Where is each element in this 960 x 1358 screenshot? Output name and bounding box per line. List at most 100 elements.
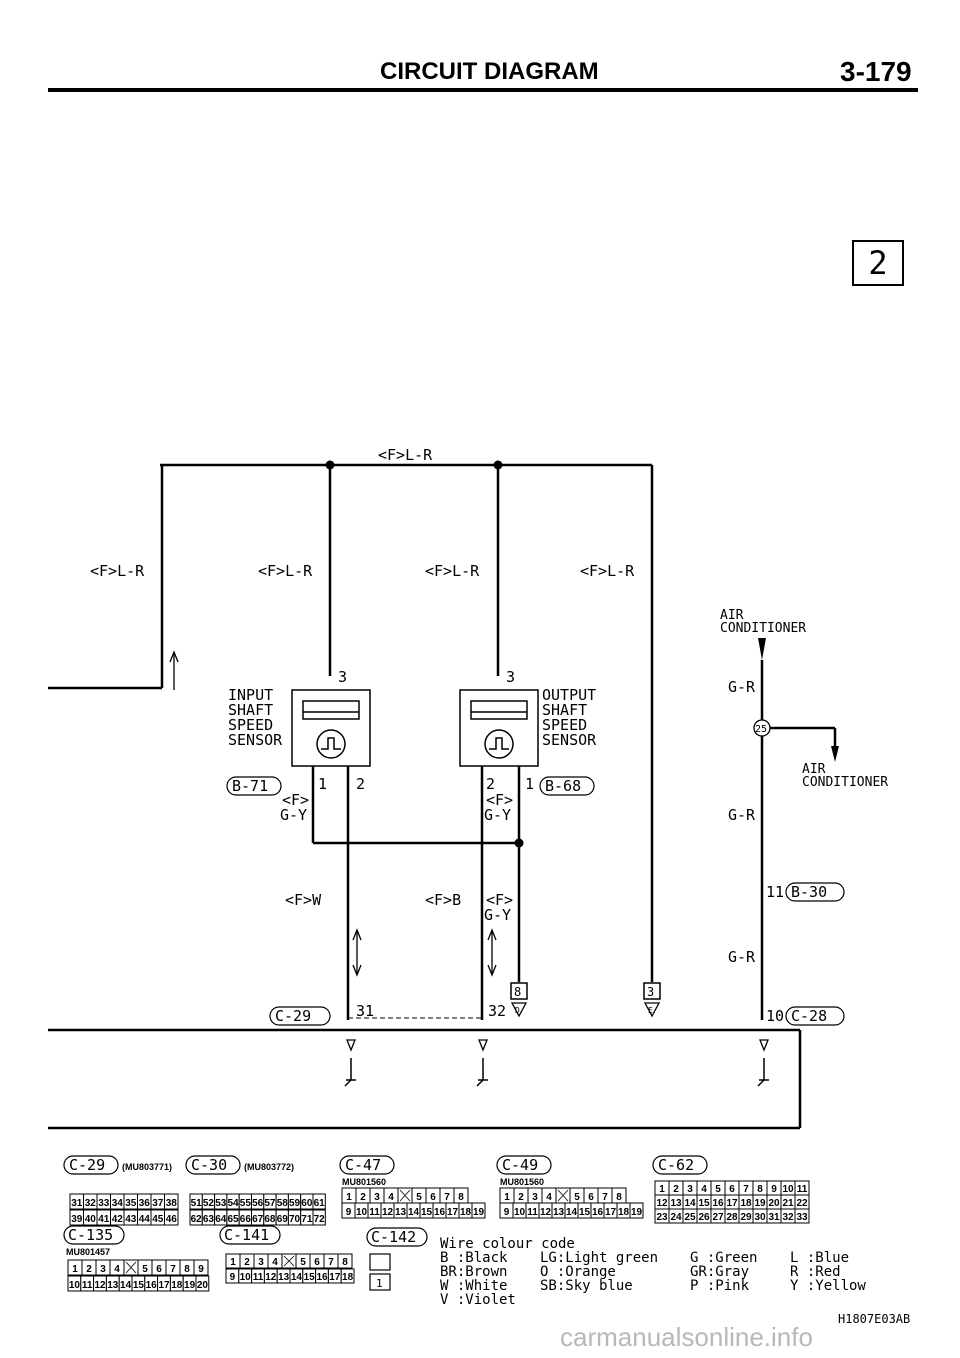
connector-pin: 14: [684, 1198, 696, 1209]
input-sensor-label-1: INPUT: [228, 686, 273, 704]
connector-cavity: [195, 1275, 210, 1292]
connector-pin: 9: [771, 1184, 777, 1195]
connector-pin: 6: [430, 1192, 436, 1203]
output-sensor-ref: B-68: [545, 777, 581, 795]
connector-pin: 7: [328, 1257, 334, 1268]
legend-item: LG:Light green: [540, 1250, 658, 1266]
pin-number: 31: [356, 1002, 374, 1020]
input-sensor-label-4: SENSOR: [228, 731, 283, 749]
connector-pin: 37: [152, 1198, 164, 1209]
connector-pin: 1: [230, 1257, 236, 1268]
pin-number: 11: [766, 883, 784, 901]
junction-dot: [493, 460, 503, 470]
connector-pin: 55: [240, 1198, 252, 1209]
connector-pin: 13: [107, 1280, 119, 1291]
connector-pin: 10: [782, 1184, 794, 1195]
connector-pin: 33: [98, 1198, 110, 1209]
connector-pin: 8: [757, 1184, 763, 1195]
output-sensor-label-2: SHAFT: [542, 701, 587, 719]
wire-label-gr-3: G-R: [728, 948, 756, 966]
connector-pin: 17: [605, 1207, 617, 1218]
connector-pin: 18: [342, 1272, 354, 1283]
wire-label-fgy-gy: G-Y: [484, 906, 511, 924]
connector-pin: 19: [631, 1207, 643, 1218]
input-sensor-label-3: SPEED: [228, 716, 273, 734]
connector-pin: 9: [346, 1207, 352, 1218]
connector-pin: 11: [527, 1207, 538, 1218]
connector-pin: 18: [740, 1198, 752, 1209]
blank-cavity-icon: [283, 1255, 295, 1267]
connector-pin: 4: [114, 1264, 120, 1275]
pin-number: D: [515, 1006, 520, 1015]
connector-pin: 5: [300, 1257, 306, 1268]
aircon-top-label-1: AIR: [720, 608, 744, 623]
connector-pin: 15: [698, 1198, 710, 1209]
connector-pin: 6: [729, 1184, 735, 1195]
connector-pin: 10: [514, 1207, 526, 1218]
blank-cavity-icon: [125, 1261, 137, 1274]
legend-item: P :Pink: [690, 1278, 750, 1294]
connector-pin: 10: [69, 1280, 81, 1291]
connector-pin: 16: [434, 1207, 446, 1218]
connector-pin: 9: [198, 1264, 204, 1275]
diode-triangle-icon: [759, 1039, 769, 1052]
connector-pin: 5: [142, 1264, 148, 1275]
wire-label-gr-2: G-R: [728, 806, 756, 824]
wire-label-left: <F>L-R: [90, 562, 145, 580]
connector-pin: 16: [316, 1272, 328, 1283]
output-sensor-label-1: OUTPUT: [542, 686, 596, 704]
connector-pin: 1: [504, 1192, 510, 1203]
connector-pin: 14: [408, 1207, 420, 1218]
wire-label-gy-right: G-Y: [484, 806, 511, 824]
wire-label-fgy-f: <F>: [486, 891, 513, 909]
connector-face-ref: C-30: [191, 1156, 227, 1174]
ground-symbol-icon: [344, 1058, 356, 1087]
connector-pin: 17: [447, 1207, 459, 1218]
connector-pin: 10: [356, 1207, 368, 1218]
connector-pin: 9: [504, 1207, 510, 1218]
connector-pin: 3: [374, 1192, 380, 1203]
pin-number: 2: [486, 775, 495, 793]
connector-pin: 4: [388, 1192, 394, 1203]
legend-item: R :Red: [790, 1264, 841, 1280]
connector-pin: 6: [588, 1192, 594, 1203]
connector-cavity: [193, 1259, 209, 1276]
connector-pin: 13: [553, 1207, 565, 1218]
pin-number: 32: [488, 1002, 506, 1020]
connector-pin: 35: [125, 1198, 137, 1209]
connector-pin: 7: [743, 1184, 749, 1195]
connector-pin: 52: [203, 1198, 215, 1209]
ground-symbol-icon: [757, 1058, 769, 1087]
connector-pin: 2: [86, 1264, 92, 1275]
connector-pin: 12: [656, 1198, 668, 1209]
connector-pin: 25: [684, 1212, 696, 1223]
connector-pin: 15: [133, 1280, 145, 1291]
connector-pin: 22: [796, 1198, 808, 1209]
connector-pin: 65: [227, 1214, 239, 1225]
pin-number: 2: [356, 775, 365, 793]
connector-pin: 70: [289, 1214, 301, 1225]
connector-pin: 7: [602, 1192, 608, 1203]
legend-item: B :Black: [440, 1250, 508, 1266]
connector-pin: 15: [421, 1207, 433, 1218]
connector-pin: 2: [244, 1257, 250, 1268]
connector-pin: 32: [782, 1212, 794, 1223]
connector-pin: 69: [277, 1214, 289, 1225]
connector-pin: 11: [797, 1184, 808, 1195]
connector-pin: 9: [230, 1272, 236, 1283]
input-sensor-box: [291, 689, 371, 767]
connector-pin: 8: [616, 1192, 622, 1203]
input-sensor-label-2: SHAFT: [228, 701, 273, 719]
connector-pin: 58: [277, 1198, 289, 1209]
connector-pin: 19: [184, 1280, 196, 1291]
connector-pin: 13: [670, 1198, 682, 1209]
connector-pin: 2: [673, 1184, 679, 1195]
splice-label: 25: [755, 724, 767, 735]
connector-pin: 14: [120, 1280, 132, 1291]
legend-item: W :White: [440, 1278, 507, 1294]
connector-pin: 62: [191, 1214, 203, 1225]
connector-face-ref: C-135: [68, 1226, 113, 1244]
connector-pin: 16: [146, 1280, 158, 1291]
connector-pin: 66: [240, 1214, 252, 1225]
